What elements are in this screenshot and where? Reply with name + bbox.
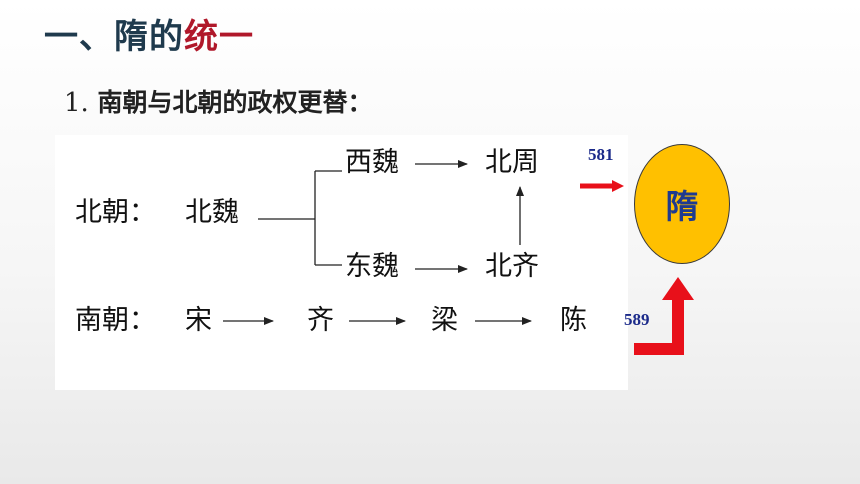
section-heading-text: 南朝与北朝的政权更替： [97, 88, 373, 117]
northern-wei: 北魏 [185, 197, 239, 228]
northern-qi: 北齐 [485, 251, 539, 282]
western-wei: 西魏 [345, 147, 399, 178]
succession-diagram: 北朝： 北魏 西魏 北周 东魏 北齐 南朝： 宋 齐 梁 陈 [55, 135, 628, 390]
arrow-south-to-sui-shape [634, 277, 694, 355]
sui-dynasty-circle: 隋 [634, 144, 730, 264]
section-number: 1. [64, 88, 89, 118]
year-581: 581 [588, 145, 614, 164]
diagram-lines [223, 160, 532, 325]
northern-zhou: 北周 [485, 147, 539, 178]
chen-dynasty: 陈 [560, 305, 587, 336]
song-dynasty: 宋 [185, 305, 212, 336]
liang-dynasty: 梁 [431, 305, 458, 336]
title-prefix: 一、隋的 [44, 17, 184, 57]
north-dynasties-label: 北朝： [75, 197, 156, 228]
year-589: 589 [624, 310, 650, 329]
title-highlight: 统一 [184, 17, 254, 57]
section-heading: 1. 南朝与北朝的政权更替： [64, 86, 373, 120]
eastern-wei: 东魏 [345, 251, 399, 282]
page-title: 一、隋的统一 [44, 14, 254, 60]
sui-dynasty-label: 隋 [665, 187, 699, 226]
south-dynasties-label: 南朝： [75, 305, 156, 336]
qi-dynasty: 齐 [307, 305, 334, 336]
